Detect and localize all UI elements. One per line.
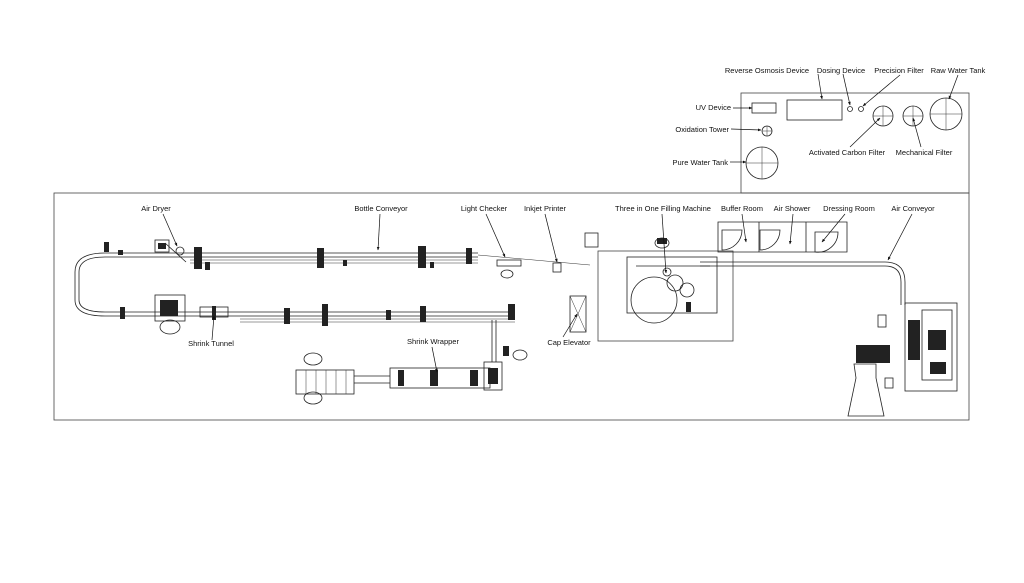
- label-pure-water-tank: Pure Water Tank: [673, 158, 729, 167]
- conveyor-loop: [74, 252, 106, 317]
- leader-lines: [162, 73, 959, 373]
- label-buffer-room: Buffer Room: [721, 204, 763, 213]
- label-raw-water-tank: Raw Water Tank: [931, 66, 986, 75]
- air-dryer-unit: [154, 239, 187, 263]
- air-conveyor-line: [700, 261, 906, 305]
- water-treatment-room: [740, 92, 970, 194]
- label-three-in-one-filling-machine: Three in One Filling Machine: [615, 204, 711, 213]
- label-air-shower: Air Shower: [774, 204, 811, 213]
- main-production-hall: [53, 192, 970, 421]
- production-hall-frame: [53, 192, 970, 421]
- diagram-labels: Reverse Osmosis Device Dosing Device Pre…: [141, 66, 985, 348]
- inkjet-printer-unit: [552, 262, 562, 273]
- label-oxidation-tower: Oxidation Tower: [675, 125, 729, 134]
- label-air-dryer: Air Dryer: [141, 204, 171, 213]
- light-checker-unit: [496, 259, 522, 267]
- label-light-checker: Light Checker: [461, 204, 508, 213]
- cap-elevator-unit: [569, 295, 587, 333]
- label-shrink-wrapper: Shrink Wrapper: [407, 337, 459, 346]
- packing-unit-left: [154, 294, 186, 335]
- filling-room: [584, 232, 734, 342]
- label-bottle-conveyor: Bottle Conveyor: [354, 204, 408, 213]
- precision-filter-shape: [858, 106, 864, 112]
- label-air-conveyor: Air Conveyor: [891, 204, 935, 213]
- label-shrink-tunnel: Shrink Tunnel: [188, 339, 234, 348]
- three-in-one-filling-machine-unit: [626, 256, 718, 314]
- label-precision-filter: Precision Filter: [874, 66, 924, 75]
- dosing-device-shape: [847, 106, 853, 112]
- shrink-wrapper-line: [295, 320, 528, 405]
- label-reverse-osmosis-device: Reverse Osmosis Device: [725, 66, 809, 75]
- uv-device-shape: [751, 102, 777, 114]
- label-cap-elevator: Cap Elevator: [547, 338, 591, 347]
- label-uv-device: UV Device: [696, 103, 731, 112]
- reverse-osmosis-device-shape: [786, 99, 843, 121]
- label-mechanical-filter: Mechanical Filter: [896, 148, 953, 157]
- label-dressing-room: Dressing Room: [823, 204, 875, 213]
- label-dosing-device: Dosing Device: [817, 66, 865, 75]
- water-treatment-room-frame: [740, 92, 970, 194]
- blow-molding-equipment: [847, 302, 958, 417]
- clean-rooms: [717, 221, 848, 253]
- label-inkjet-printer: Inkjet Printer: [524, 204, 567, 213]
- label-activated-carbon-filter: Activated Carbon Filter: [809, 148, 886, 157]
